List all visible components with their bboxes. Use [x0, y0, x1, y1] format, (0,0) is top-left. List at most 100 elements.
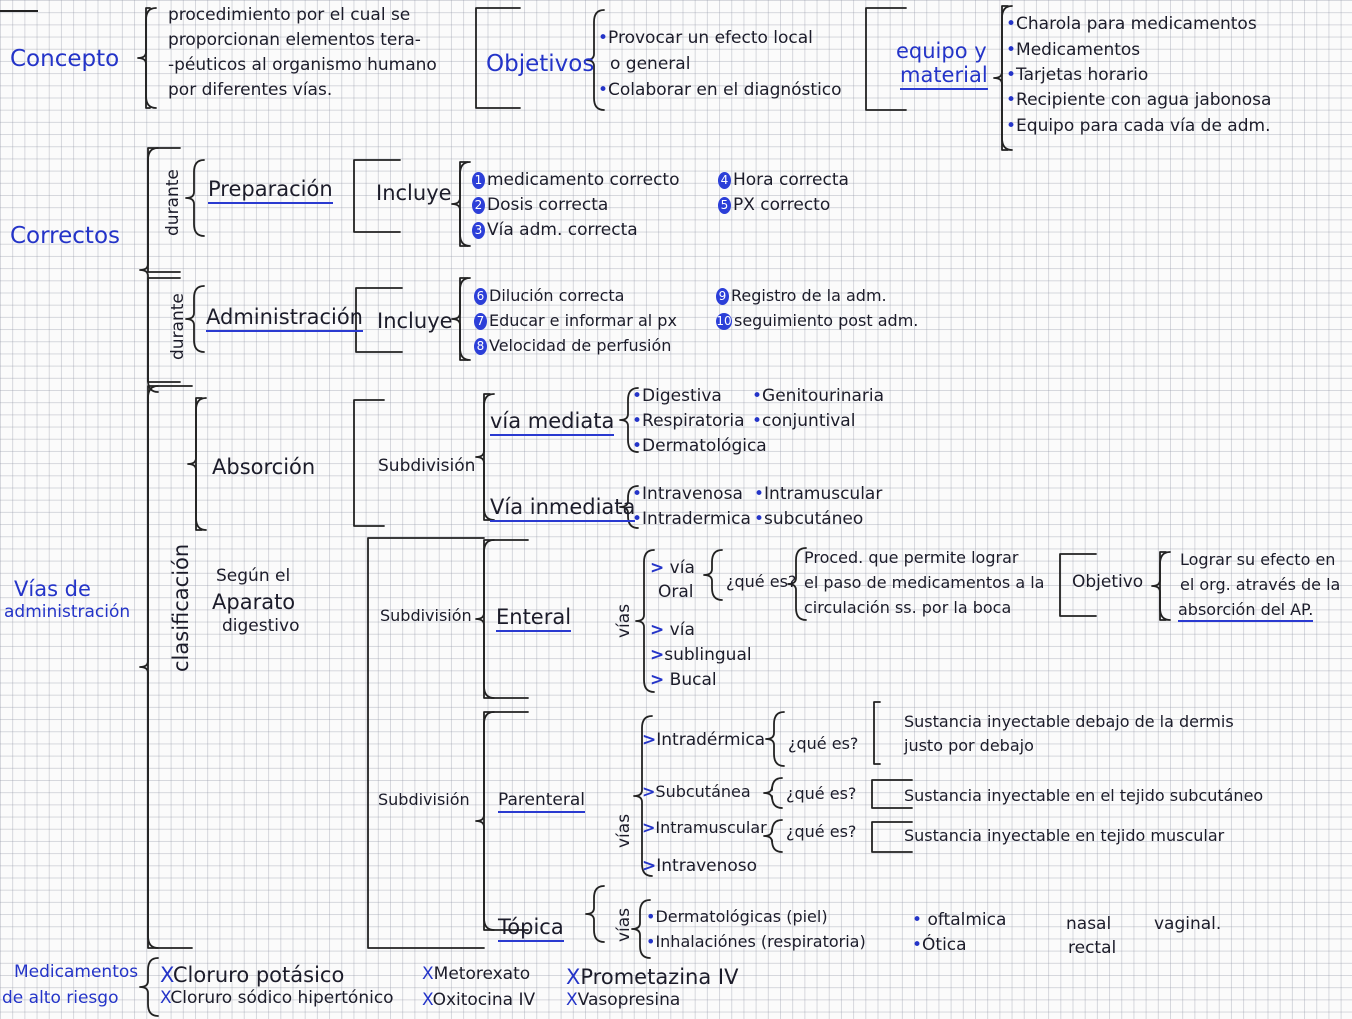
- topica-item-3: • oftalmica: [912, 910, 1007, 930]
- box-equipo-list: [1001, 5, 1009, 151]
- box-subcutanea-def: [871, 779, 913, 809]
- brace-vias-parenteral: [633, 715, 653, 877]
- subcutanea-def: Sustancia inyectable en el tejido subcut…: [904, 786, 1264, 805]
- vias-label-enteral: vías: [614, 603, 634, 638]
- vias-label-parenteral: vías: [614, 813, 634, 848]
- box-objetivos: [475, 7, 521, 109]
- objetivo-item-2: •Colaborar en el diagnóstico: [598, 80, 842, 100]
- absorcion-label: Absorción: [212, 455, 316, 479]
- durante-label: durante: [168, 293, 188, 360]
- equipo-item-2: •Medicamentos: [1006, 40, 1141, 60]
- via-oral-2: Oral: [658, 582, 694, 602]
- margin-line: [0, 10, 38, 12]
- via-sublingual-1: > vía: [650, 620, 695, 640]
- subdivision-label-3: Subdivisión: [378, 790, 470, 809]
- alto-riesgo-item-1: XCloruro potásico: [160, 963, 345, 987]
- concepto-title: Concepto: [10, 46, 120, 72]
- intradermica-label: >Intradérmica: [642, 730, 766, 750]
- administracion-label: Administración: [206, 304, 363, 332]
- oral-def-3: circulación ss. por la boca: [804, 598, 1012, 617]
- aparato-label-3: digestivo: [222, 616, 300, 636]
- brace-enteral: [475, 539, 495, 699]
- brace-alto-riesgo: [139, 957, 159, 1017]
- equipo-item-3: •Tarjetas horario: [1006, 65, 1149, 85]
- box-subdivision-2: [367, 537, 485, 949]
- que-es-subcutanea: ¿qué es?: [786, 784, 857, 803]
- brace-adm-items: [451, 277, 471, 361]
- box-intramuscular-def: [871, 821, 913, 853]
- objetivos-label: Objetivos: [486, 51, 595, 77]
- alto-riesgo-item-5: XPrometazina IV: [566, 965, 739, 989]
- concepto-def-4: por diferentes vías.: [168, 80, 333, 100]
- mediata-item-2: •Genitourinaria: [752, 386, 885, 406]
- vias-label-topica: vías: [614, 907, 634, 942]
- brace-preparacion: [185, 159, 205, 237]
- mediata-item-4: •conjuntival: [752, 411, 856, 431]
- que-es-oral: ¿qué es?: [726, 572, 797, 591]
- concepto-def-3: -péuticos al organismo humano: [168, 55, 437, 75]
- subdivision-label-2: Subdivisión: [380, 606, 472, 625]
- aparato-label-2: Aparato: [212, 590, 296, 614]
- enteral-label: Enteral: [496, 604, 572, 632]
- equipo-item-1: •Charola para medicamentos: [1006, 14, 1257, 34]
- brace-concepto: [137, 7, 157, 109]
- intramuscular-label: >Intramuscular: [642, 818, 767, 837]
- objetivo-def-3: absorción del AP.: [1178, 600, 1314, 622]
- brace-que-es-3: [763, 819, 783, 853]
- via-inmediata-label: Vía inmediata: [490, 494, 636, 522]
- topica-item-5: nasal: [1066, 914, 1112, 934]
- box-antes: [147, 147, 181, 273]
- equipo-label-2: material: [900, 62, 988, 90]
- box-durante: [147, 277, 181, 383]
- box-objetivo: [1059, 553, 1097, 617]
- brace-inmediata-items: [619, 485, 639, 529]
- subdivision-label-1: Subdivisión: [378, 456, 476, 476]
- concepto-def-2: proporcionan elementos tera-: [168, 30, 421, 50]
- brace-objetivos: [585, 9, 605, 111]
- topica-item-4: •Ótica: [912, 935, 967, 955]
- objetivo-label: Objetivo: [1072, 572, 1144, 592]
- que-es-intradermica: ¿qué es?: [788, 734, 859, 753]
- vias-title-1: Vías de: [14, 577, 91, 601]
- topica-item-6: rectal: [1068, 938, 1117, 958]
- vias-title-2: administración: [4, 602, 131, 622]
- brace-objetivo-def: [1151, 551, 1171, 621]
- alto-riesgo-item-3: XMetorexato: [422, 964, 531, 984]
- alto-riesgo-item-2: XCloruro sódico hipertónico: [160, 988, 394, 1008]
- oral-def-2: el paso de medicamentos a la: [804, 573, 1045, 592]
- clasificacion-label: clasificación: [169, 543, 193, 672]
- inmediata-item-4: •subcutáneo: [754, 509, 864, 529]
- brace-correctos: [139, 147, 159, 393]
- aparato-label-1: Según el: [216, 566, 291, 586]
- mediata-item-3: •Respiratoria: [632, 411, 745, 431]
- via-mediata-label: vía mediata: [490, 408, 615, 436]
- topica-item-1: •Dermatológicas (piel): [646, 907, 828, 926]
- box-intradermica-def: [873, 701, 881, 765]
- box-absorcion: [195, 397, 203, 531]
- box-equipo: [865, 7, 907, 111]
- box-incluye-1: [353, 159, 401, 233]
- antes-label: durante: [163, 169, 183, 236]
- brace-que-es-1: [765, 711, 785, 767]
- intravenoso-label: >Intravenoso: [642, 856, 758, 876]
- brace-administracion: [185, 285, 205, 353]
- box-concepto: [145, 7, 151, 109]
- topica-item-7: vaginal.: [1154, 914, 1222, 934]
- mediata-item-1: •Digestiva: [632, 386, 722, 406]
- equipo-label-1: equipo y: [896, 39, 987, 63]
- brace-que-es-2: [763, 777, 783, 809]
- objetivo-def-1: Lograr su efecto en: [1180, 550, 1336, 569]
- objetivo-item-1b: o general: [610, 54, 691, 74]
- box-incluye-2: [355, 287, 403, 353]
- brace-topica-items: [631, 899, 651, 959]
- inmediata-item-3: •Intradermica: [632, 509, 751, 529]
